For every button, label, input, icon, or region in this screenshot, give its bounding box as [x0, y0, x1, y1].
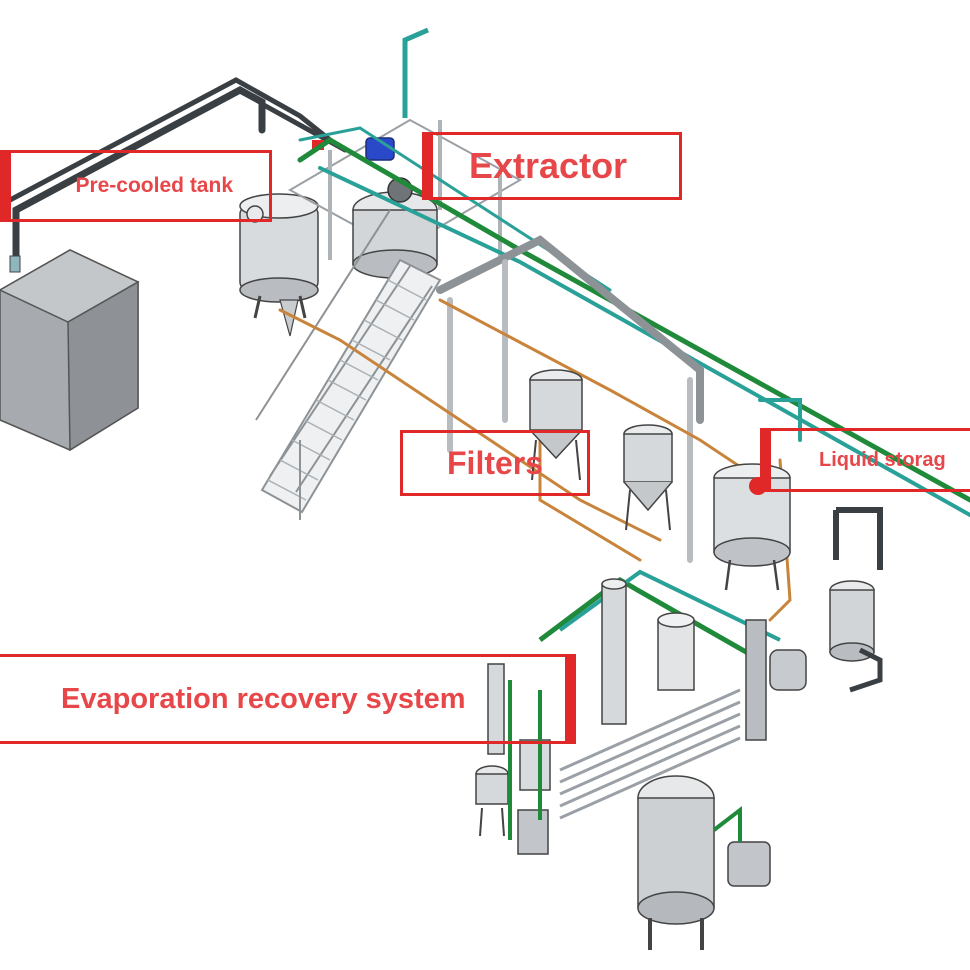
access-stairs	[255, 209, 442, 520]
label-marker	[763, 431, 771, 489]
filter-vessels	[529, 369, 673, 531]
label-filters-text: Filters	[447, 444, 544, 481]
label-liquid-storage-text: Liquid storag	[819, 448, 946, 471]
label-evaporation-recovery: Evaporation recovery system	[0, 654, 576, 744]
label-liquid-storage: Liquid storag	[760, 428, 970, 492]
label-precooled-tank: Pre-cooled tank	[0, 150, 272, 222]
label-marker	[425, 135, 433, 197]
evaporation-equipment	[475, 569, 807, 855]
label-precooled-tank-text: Pre-cooled tank	[75, 174, 233, 197]
liquid-storage-tank	[713, 463, 791, 591]
precooled-tank-vessel	[239, 193, 319, 337]
recovery-tank	[637, 775, 771, 950]
label-filters: Filters	[400, 430, 590, 496]
receiver-tank	[829, 507, 883, 693]
chiller-unit	[0, 249, 140, 452]
label-extractor: Extractor	[422, 132, 682, 200]
label-marker	[3, 153, 11, 219]
label-marker	[565, 657, 573, 741]
label-evaporation-recovery-text: Evaporation recovery system	[61, 682, 466, 715]
label-extractor-text: Extractor	[469, 145, 628, 186]
